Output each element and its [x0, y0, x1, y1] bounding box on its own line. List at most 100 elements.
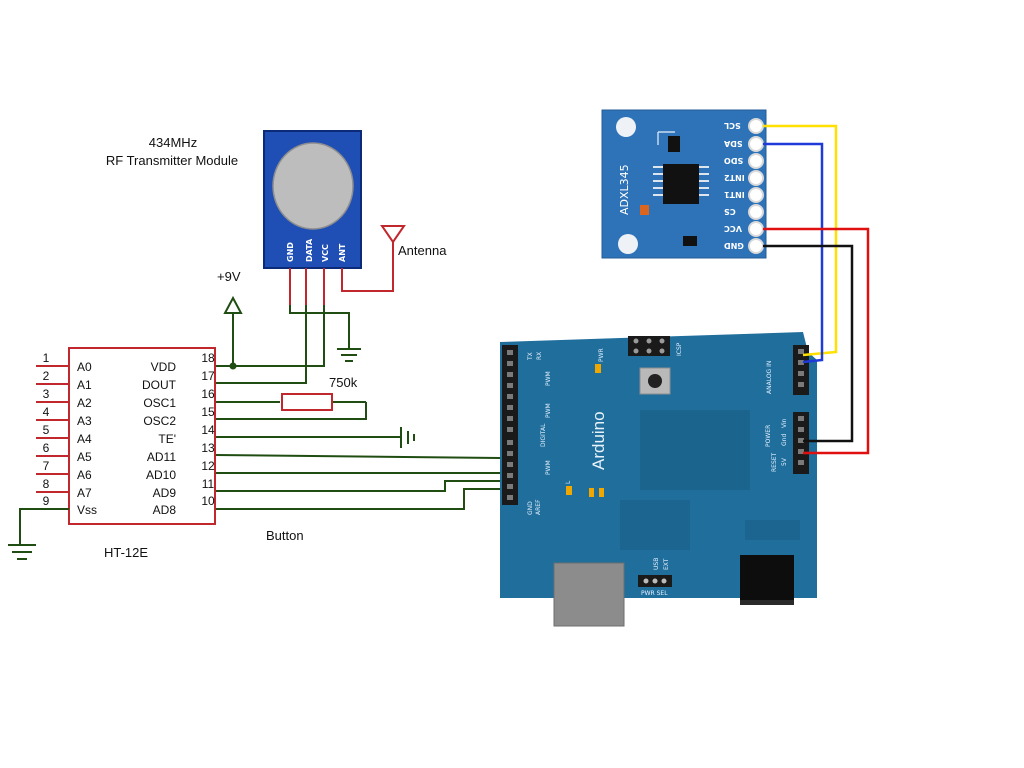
rf-pin-gnd-label: GND [286, 242, 295, 262]
arduino-silk-label: POWER [765, 425, 772, 447]
encoder-pin-name: A0 [77, 360, 92, 374]
encoder-pin-name: A3 [77, 414, 92, 428]
encoder-pin-number: 5 [43, 423, 50, 437]
encoder-pin-number: 8 [43, 477, 50, 491]
encoder-pin-number: 3 [43, 387, 50, 401]
wire-scl [763, 124, 838, 357]
encoder-pin-number: 11 [202, 477, 215, 491]
arduino-silk-label: USB [653, 558, 660, 570]
encoder-pin-name: AD10 [146, 468, 176, 482]
encoder-pin-name: AD8 [153, 503, 177, 517]
arduino-silk-label: RX [536, 352, 543, 360]
arduino-silk-label: RESET [771, 452, 778, 472]
ic-chip [663, 164, 699, 204]
arduino-silk-label: GND [527, 501, 534, 515]
arduino-silk-label: AREF [535, 499, 542, 515]
adxl345-name-label: ADXL345 [618, 164, 631, 215]
led-indicator [589, 488, 594, 497]
resistor-label: 750k [329, 375, 358, 390]
encoder-pin-name: Vss [77, 503, 97, 517]
rf-module-title-line1: 434MHz [149, 135, 197, 150]
encoder-pin-name: AD11 [147, 450, 176, 464]
adxl-pin-label: VCC [724, 224, 742, 233]
arduino-silk-label: PWM [545, 460, 552, 475]
dc-power-jack [740, 555, 794, 605]
arduino-silk-label: L [565, 480, 572, 484]
button-label: Button [266, 528, 304, 543]
encoder-pin-number: 16 [201, 387, 215, 401]
arduino-silk-label: ICSP [676, 342, 683, 356]
power-symbol: +9V [217, 269, 243, 314]
rf-module-crystal [272, 142, 354, 230]
encoder-pin-number: 1 [43, 351, 50, 365]
encoder-pin-number: 14 [201, 423, 215, 437]
antenna-symbol: Antenna [380, 225, 447, 258]
adxl-pin-label: GND [724, 241, 744, 250]
arduino-silk-label: TX [527, 352, 534, 361]
encoder-pin-name: A4 [77, 432, 92, 446]
encoder-pin-name: VDD [151, 360, 177, 374]
junction-dot [229, 362, 237, 370]
digital-header [502, 345, 518, 505]
adxl-pin-label: SDO [724, 156, 743, 165]
wire-gnd [763, 244, 854, 443]
rf-module-title-line2: RF Transmitter Module [106, 153, 238, 168]
usb-connector [553, 562, 625, 627]
adxl-pin-label: INT2 [724, 173, 745, 182]
adxl-pin-label: SCL [724, 121, 741, 130]
arduino-silk-label: ANALOG IN [766, 361, 773, 394]
encoder-pin-name: A2 [77, 396, 92, 410]
encoder-pin-number: 10 [201, 494, 215, 508]
led-indicator [566, 486, 572, 495]
encoder-pin-name: AD9 [153, 486, 177, 500]
encoder-pin-name: OSC1 [143, 396, 176, 410]
encoder-pin-name: DOUT [142, 378, 177, 392]
power-label: +9V [217, 269, 241, 284]
arduino-silk-label: PWR SEL [641, 590, 668, 597]
encoder-pin-name: TE' [158, 432, 176, 446]
encoder-pin-number: 6 [43, 441, 50, 455]
encoder-pin-number: 15 [201, 405, 215, 419]
rf-transmitter-module: 434MHz RF Transmitter Module GND DATA VC… [106, 130, 394, 305]
ground-symbol [8, 544, 36, 560]
arduino-silk-label: DIGITAL [540, 423, 547, 447]
adxl-pin-label: SDA [723, 139, 742, 148]
rf-pin-ant-label: ANT [338, 243, 347, 262]
adxl-pin-label: INT1 [724, 190, 745, 199]
encoder-pin-number: 9 [43, 494, 50, 508]
arduino-board: Arduino DIGITAL POWER ANALOG IN PWM PWM … [500, 332, 817, 627]
ground-symbol [337, 348, 361, 362]
mounting-hole [618, 234, 638, 254]
encoder-body [68, 347, 216, 525]
arduino-silk-label: PWR [598, 348, 605, 362]
mounting-hole [616, 117, 636, 137]
encoder-pin-number: 2 [43, 369, 50, 383]
ground-symbol [400, 427, 415, 448]
encoder-pin-number: 12 [201, 459, 215, 473]
encoder-name-label: HT-12E [104, 545, 148, 560]
ht12e-encoder: 1 2 3 4 5 6 7 8 9 A0 A1 A2 A3 A4 A5 A6 A… [19, 347, 216, 560]
arduino-logo-text: Arduino [589, 411, 608, 470]
encoder-pin-name: OSC2 [143, 414, 176, 428]
encoder-pin-name: A1 [77, 378, 92, 392]
adxl345-board: ADXL345 SCL SDA SDO [601, 109, 767, 259]
rf-pin-vcc-label: VCC [321, 244, 330, 262]
schematic-wiring [214, 305, 501, 510]
reset-button-cap[interactable] [648, 374, 662, 388]
encoder-pin-name: A6 [77, 468, 92, 482]
led-indicator [599, 488, 604, 497]
arduino-silk-label: 5V [781, 457, 788, 466]
encoder-pin-name: A5 [77, 450, 92, 464]
analog-header [793, 345, 809, 395]
arduino-silk-label: EXT [663, 558, 670, 570]
wire-vcc [763, 227, 870, 455]
smd-component [640, 205, 649, 215]
resistor: 750k [281, 375, 358, 411]
encoder-pin-number: 18 [201, 351, 215, 365]
arduino-silk-label: Gnd [781, 434, 788, 446]
arduino-silk-label: PWM [545, 403, 552, 418]
arduino-silk-label: PWM [545, 371, 552, 386]
antenna-label: Antenna [398, 243, 447, 258]
rf-pin-data-label: DATA [305, 238, 314, 262]
encoder-pin-number: 4 [43, 405, 50, 419]
